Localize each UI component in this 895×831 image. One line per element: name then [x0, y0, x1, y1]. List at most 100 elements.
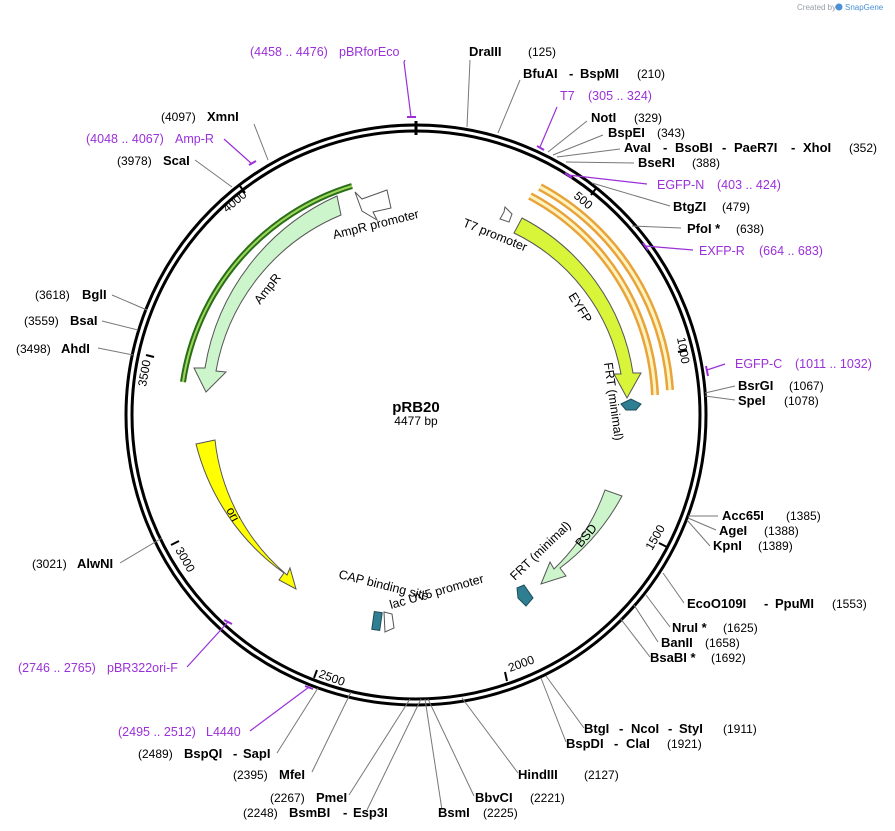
leader-avai: [556, 148, 621, 158]
leader-egfp-n: [567, 174, 648, 185]
enzyme-labels: DraIII (125) BfuAI - BspMI (210) NotI (3…: [438, 44, 877, 820]
enzyme-bfuai-pos: (210): [637, 67, 665, 81]
leader-btgzi: [591, 182, 671, 207]
enzyme-spei-pos: (1078): [784, 394, 819, 408]
credit-text: Created by: [797, 3, 836, 12]
enzyme-ppumi: PpuMI: [775, 596, 814, 611]
enzyme-scai-pos: (3978): [117, 154, 152, 168]
enzyme-bsmi: BsmI: [438, 805, 470, 820]
enzyme-kpni-pos: (1389): [758, 539, 793, 553]
enzyme-xmni-pos: (4097): [161, 110, 196, 124]
primer-name-pbrforeco: pBRforEco: [339, 45, 399, 59]
leader-noti: [547, 120, 588, 153]
enzyme-agei: AgeI: [719, 523, 747, 538]
leader-l4440: [249, 686, 310, 732]
leader-bspei: [552, 134, 604, 156]
leader-mfei: [311, 691, 352, 773]
leader-bsmi: [424, 698, 443, 811]
enzyme-agei-pos: (1388): [764, 524, 799, 538]
enzyme-avai: AvaI: [624, 140, 651, 155]
leader-banii: [633, 604, 659, 643]
enzyme-bsabi: BsaBI *: [650, 650, 696, 665]
enzyme-scai: ScaI: [163, 153, 190, 168]
enzyme-bspdi-pos: (1921): [667, 737, 702, 751]
primer-range-egfp-c: (1011 .. 1032): [795, 357, 872, 371]
enzyme-bsrgi: BsrGI: [738, 378, 773, 393]
tick-label-1000: 1000: [674, 336, 692, 365]
enzyme-bspei-pos: (343): [657, 126, 685, 140]
leader-t7: [539, 106, 558, 148]
enzyme-acc65i-pos: (1385): [786, 509, 821, 523]
enzyme-btgi-dash1: -: [619, 721, 623, 736]
leader-scai: [194, 159, 233, 188]
primer-range-t7: (305 .. 324): [588, 89, 652, 103]
primer-name-egfp-c: EGFP-C: [735, 357, 782, 371]
leader-bsmbi: [366, 698, 422, 811]
primer-mark-amp-r: [248, 160, 257, 166]
enzyme-nrui-pos: (1625): [723, 621, 758, 635]
plasmid-name: pRB20: [392, 399, 440, 416]
enzyme-alwni-pos: (3021): [32, 557, 67, 571]
tick-3500: [145, 354, 155, 358]
enzyme-ecoo109i-pos: (1553): [832, 597, 867, 611]
enzyme-bbvci: BbvCI: [475, 790, 513, 805]
primer-name-l4440: L4440: [206, 725, 241, 739]
tick-label-1500: 1500: [642, 522, 668, 552]
leader-amp-r: [223, 138, 253, 165]
enzyme-btgi: BtgI: [584, 721, 609, 736]
leader-exfp-r: [644, 245, 694, 251]
leader-pbr322ori: [186, 621, 229, 668]
features: [180, 183, 674, 633]
frt-minimal-bottom: [516, 584, 534, 607]
enzyme-avai-dash2: -: [722, 140, 726, 155]
leader-bsai: [101, 320, 139, 331]
primer-name-t7: T7: [560, 89, 575, 103]
tick-1500: [658, 542, 668, 548]
enzyme-bseri: BseRI: [638, 155, 675, 170]
enzyme-bgli-pos: (3618): [35, 288, 70, 302]
leader-kpni: [686, 519, 711, 547]
enzyme-bsmbi-dash: -: [343, 805, 347, 820]
leader-ahdi: [97, 347, 134, 356]
leader-pfoi: [631, 225, 682, 229]
tick-label-2000: 2000: [506, 652, 536, 674]
enzyme-draiii: DraIII: [469, 44, 502, 59]
enzyme-pmei-pos: (2267): [270, 791, 305, 805]
enzyme-ahdi: AhdI: [61, 341, 90, 356]
enzyme-ecoo109i-dash: -: [764, 596, 768, 611]
primer-leaders: [186, 59, 726, 732]
tick-label-3500: 3500: [135, 358, 153, 387]
leader-pbrforeco: [403, 59, 412, 118]
enzyme-bsmbi: BsmBI: [289, 805, 330, 820]
enzyme-xhoi: XhoI: [803, 140, 831, 155]
enzyme-btgi-dash2: -: [668, 721, 672, 736]
eyfp-orf-outline-inner: [539, 185, 672, 391]
enzyme-bbvci-pos: (2221): [530, 791, 565, 805]
enzyme-nrui: NruI *: [672, 620, 708, 635]
enzyme-bsmbi-pos: (2248): [243, 806, 278, 820]
primer-mark-t7: [536, 145, 545, 151]
leader-spei: [704, 395, 736, 401]
enzyme-bfuai-dash: -: [569, 66, 573, 81]
enzyme-ahdi-pos: (3498): [16, 342, 51, 356]
enzyme-bspqi-pos: (2489): [138, 747, 173, 761]
tick-2500: [313, 669, 318, 679]
tick-2000: [504, 671, 508, 682]
tick-500: [590, 186, 598, 196]
enzyme-labels-left: (2248) BsmBI - Esp3I (2267) PmeI (2395) …: [16, 109, 388, 820]
enzyme-bfuai: BfuAI: [523, 66, 558, 81]
leader-nrui: [645, 594, 671, 628]
tick-4000: [239, 185, 246, 194]
leader-egfp-c: [706, 363, 726, 371]
ori-arrow: [195, 439, 297, 590]
enzyme-draiii-pos: (125): [528, 45, 556, 59]
enzyme-pfoi-pos: (638): [736, 222, 764, 236]
frt-minimal-top: [620, 398, 642, 411]
feature-label-ampr-promoter: AmpR promoter: [331, 207, 420, 242]
leader-btgi: [545, 675, 585, 729]
ampr-arrow: [193, 195, 342, 393]
enzyme-bsrgi-pos: (1067): [789, 379, 824, 393]
leader-draiii: [466, 59, 471, 128]
enzyme-mfei-pos: (2395): [233, 768, 268, 782]
primer-name-egfp-n: EGFP-N: [657, 178, 704, 192]
